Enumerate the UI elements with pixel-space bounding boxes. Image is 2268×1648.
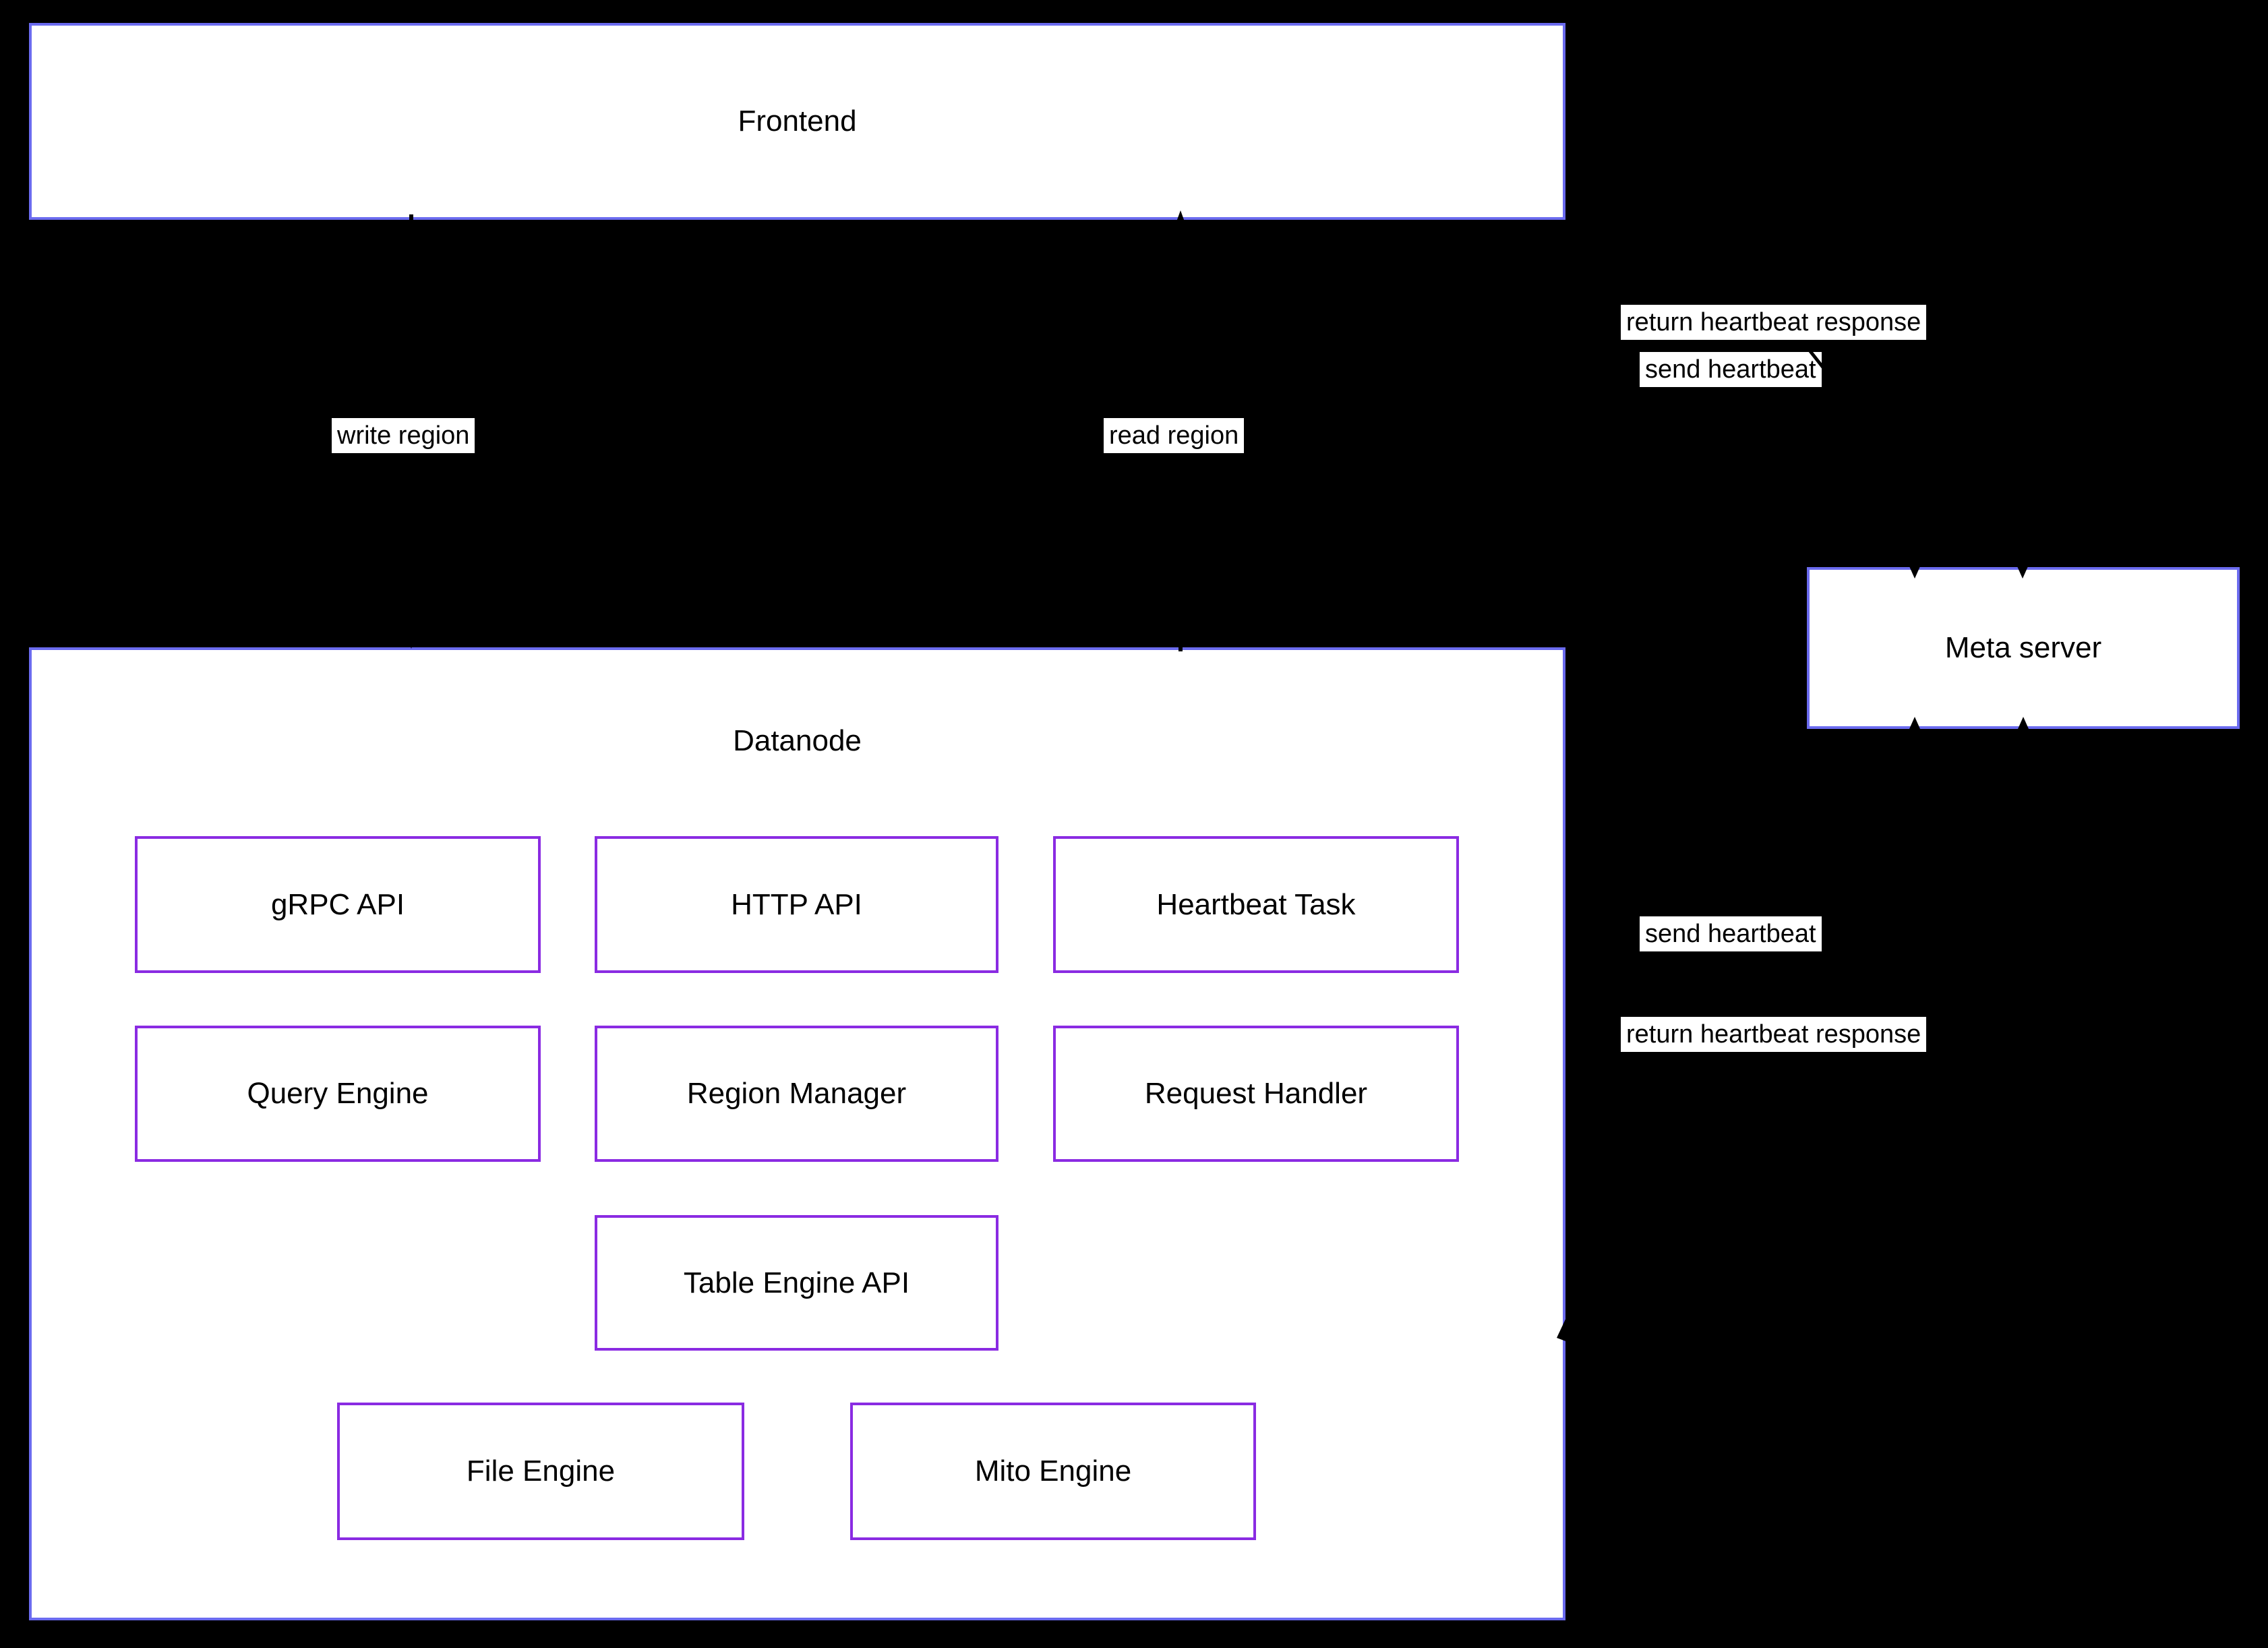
request-handler-node: Request Handler xyxy=(1053,1026,1459,1162)
edge-label-read-region: read region xyxy=(1104,418,1245,453)
frontend-label: Frontend xyxy=(738,105,857,138)
mito-engine-node: Mito Engine xyxy=(850,1403,1256,1540)
grpc-api-node: gRPC API xyxy=(135,836,541,973)
meta-server-node: Meta server xyxy=(1807,567,2240,729)
grpc-api-label: gRPC API xyxy=(270,887,405,921)
edge-label-write-region: write region xyxy=(332,418,475,453)
meta-server-label: Meta server xyxy=(1944,631,2102,664)
heartbeat-task-node: Heartbeat Task xyxy=(1053,836,1459,973)
request-handler-label: Request Handler xyxy=(1144,1077,1368,1110)
datanode-label: Datanode xyxy=(733,724,862,757)
edge-label-send-heartbeat-datanode: send heartbeat xyxy=(1640,916,1822,951)
region-manager-label: Region Manager xyxy=(686,1077,907,1110)
frontend-node: Frontend xyxy=(29,23,1565,220)
table-engine-api-node: Table Engine API xyxy=(595,1215,998,1351)
query-engine-node: Query Engine xyxy=(135,1026,541,1162)
mito-engine-label: Mito Engine xyxy=(974,1454,1132,1488)
region-manager-node: Region Manager xyxy=(595,1026,998,1162)
write-region-arrowhead xyxy=(406,632,417,649)
query-engine-label: Query Engine xyxy=(247,1077,429,1110)
edge-label-send-heartbeat-frontend: send heartbeat xyxy=(1640,352,1822,387)
file-engine-label: File Engine xyxy=(466,1454,616,1488)
file-engine-node: File Engine xyxy=(337,1403,744,1540)
http-api-label: HTTP API xyxy=(731,887,862,921)
http-api-node: HTTP API xyxy=(595,836,998,973)
table-engine-api-label: Table Engine API xyxy=(683,1266,910,1299)
edge-frontend-meta-send xyxy=(1577,255,1916,564)
heartbeat-task-label: Heartbeat Task xyxy=(1156,887,1356,921)
edge-label-return-heartbeat-frontend: return heartbeat response xyxy=(1621,305,1927,340)
edge-label-return-heartbeat-datanode: return heartbeat response xyxy=(1621,1017,1927,1052)
